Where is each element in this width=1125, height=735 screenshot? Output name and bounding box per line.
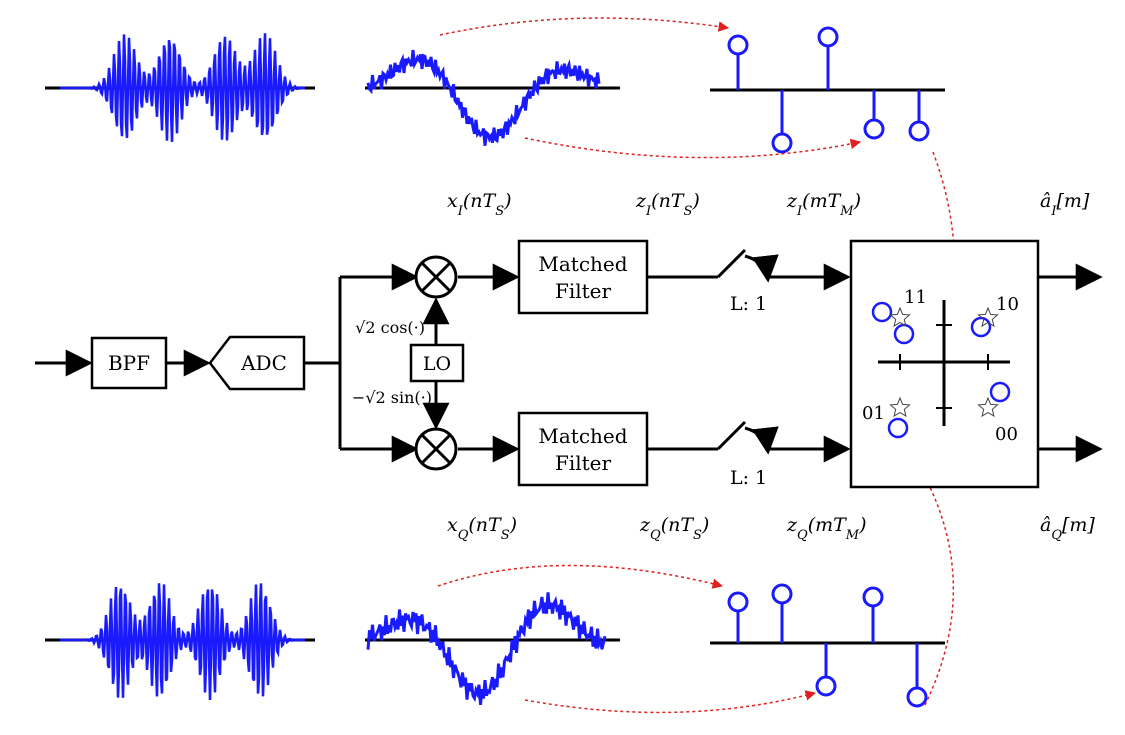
label-zI-m: zI(mTM) xyxy=(786,190,861,219)
waveform-q-passband xyxy=(45,583,315,701)
waveform-i-passband xyxy=(45,33,315,142)
symbol-label-10: 10 xyxy=(996,294,1019,315)
label-zQ-m: zQ(mTM) xyxy=(786,514,867,543)
mixer-i xyxy=(414,255,458,299)
matched-filter-q: Matched Filter xyxy=(517,411,649,487)
label-zI-n: zI(nTS) xyxy=(635,190,700,219)
matched-filter-i: Matched Filter xyxy=(517,239,649,315)
bpf-label: BPF xyxy=(108,351,150,375)
mf-q-line1: Matched xyxy=(538,424,627,448)
constellation-axes xyxy=(878,300,1010,426)
stem-q-1 xyxy=(727,591,749,613)
lo-label: LO xyxy=(423,353,451,375)
label-aQ: âQ[m] xyxy=(1040,514,1095,543)
stem-i-5 xyxy=(908,120,930,142)
stem-i-3 xyxy=(817,26,839,48)
label-zQ-n: zQ(nTS) xyxy=(639,514,709,543)
adc-label: ADC xyxy=(240,351,287,375)
label-aI: âI[m] xyxy=(1040,190,1090,219)
decimation-q-label: L: 1 xyxy=(730,467,767,489)
mf-i-line1: Matched xyxy=(538,252,627,276)
stem-q-4 xyxy=(862,586,884,608)
flow-arrows xyxy=(437,17,956,714)
mf-i-line2: Filter xyxy=(555,279,612,303)
lo-block: LO xyxy=(409,343,465,383)
received-points xyxy=(871,301,1011,439)
symbol-label-01: 01 xyxy=(862,403,885,424)
label-xQ: xQ(nTS) xyxy=(447,514,517,543)
waveform-q-baseband xyxy=(365,592,620,705)
sin-label: −√2 sin(·) xyxy=(352,388,432,407)
detector-block: 11 10 01 00 xyxy=(849,239,1040,489)
cos-label: √2 cos(·) xyxy=(355,318,425,337)
stem-plot-q xyxy=(710,583,945,708)
stem-i-2 xyxy=(771,132,793,154)
bpf-block: BPF xyxy=(90,336,168,390)
waveform-i-baseband xyxy=(365,49,620,146)
stem-q-2 xyxy=(771,583,793,605)
stem-q-5 xyxy=(906,686,928,708)
stem-q-3 xyxy=(815,675,837,697)
adc-block: ADC xyxy=(208,335,306,391)
decimation-i-label: L: 1 xyxy=(730,293,767,315)
stem-i-4 xyxy=(863,118,885,140)
stem-i-1 xyxy=(727,34,749,56)
symbol-label-00: 00 xyxy=(995,424,1018,445)
mf-q-line2: Filter xyxy=(555,451,612,475)
symbol-label-11: 11 xyxy=(904,287,927,308)
stem-plot-i xyxy=(710,26,945,154)
signal-paths xyxy=(35,248,1103,463)
mixer-q xyxy=(414,427,458,471)
ideal-points xyxy=(889,306,999,418)
label-xI: xI(nTS) xyxy=(447,190,512,219)
